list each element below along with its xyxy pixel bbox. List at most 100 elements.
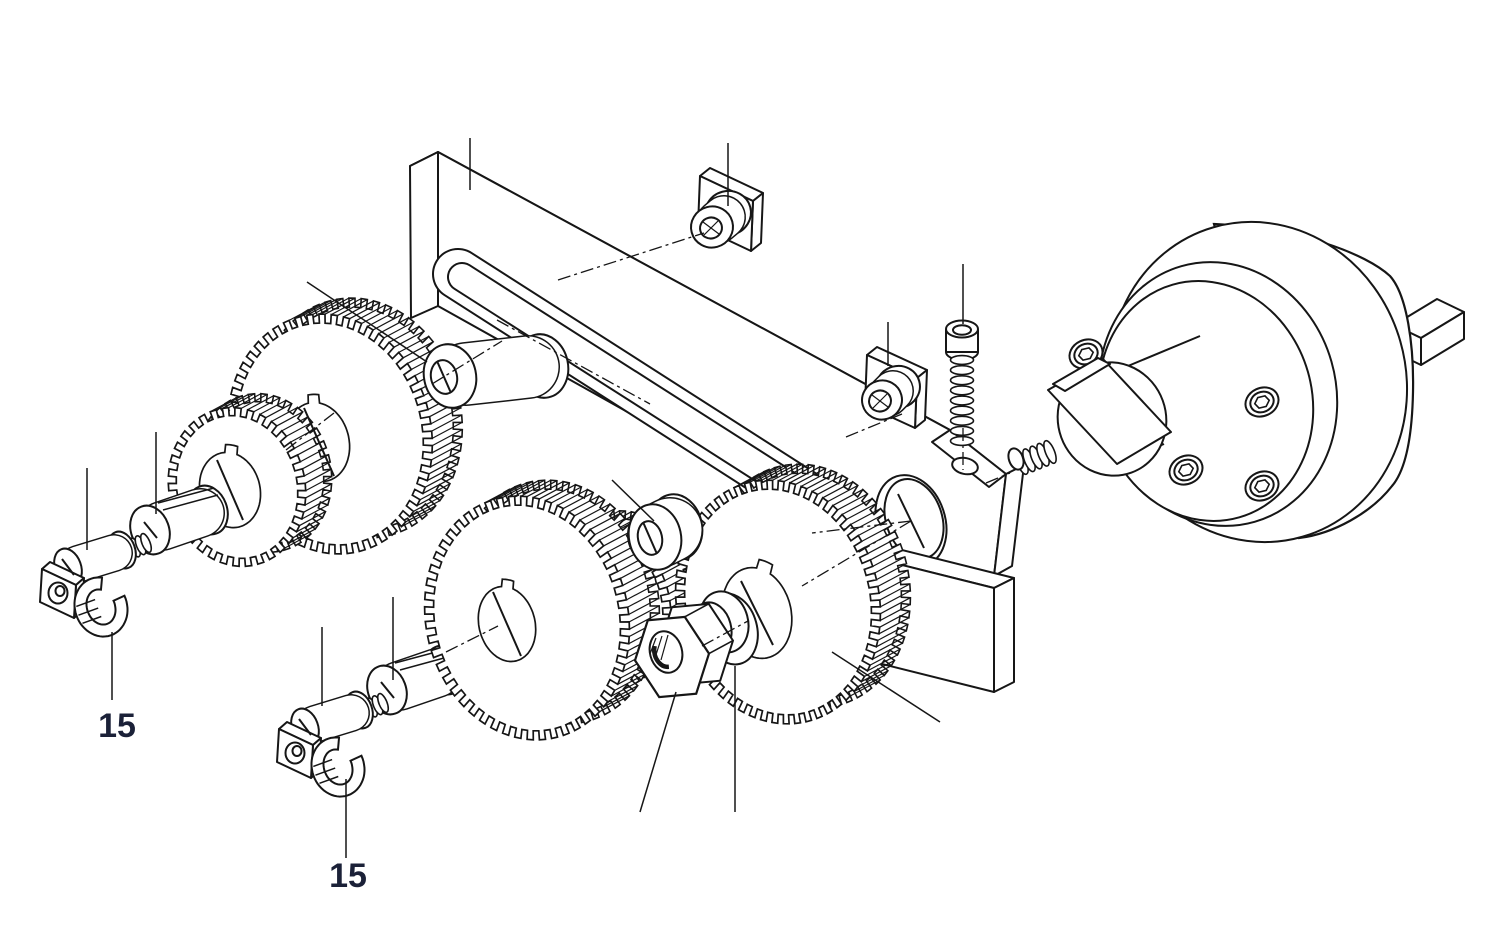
- gear-left-large-flank: [431, 414, 462, 432]
- gear-left-large-flank: [343, 300, 374, 318]
- gear-left-large-flank: [349, 302, 380, 320]
- gear-left-large-flank: [306, 298, 337, 316]
- gear-right-large-flank: [811, 474, 843, 492]
- axis-gear-right-bore: [701, 620, 749, 647]
- gear-right-large-flank: [841, 497, 873, 516]
- gear-right-large-flank: [806, 472, 837, 490]
- axis-gear-left: [285, 412, 335, 451]
- gear-right-large-flank: [876, 630, 907, 648]
- gear-right-large-flank: [879, 610, 911, 628]
- gear-left-small-flank: [305, 476, 333, 492]
- axis-right-tnut: [845, 413, 903, 438]
- gear-right-large-flank: [872, 642, 903, 660]
- gear-center-large-flank: [557, 488, 588, 507]
- cap-screw-threads-ring: [949, 385, 975, 396]
- gear-right-large-flank: [800, 469, 832, 487]
- motor-shaft-key: [1052, 357, 1111, 392]
- gear-right-large-flank: [827, 484, 859, 503]
- gear-left-large-flank: [426, 464, 458, 482]
- gear-center-large-flank: [628, 597, 659, 616]
- e-clip-left-slot: [76, 598, 96, 608]
- centermark-spacer-left: [436, 360, 452, 394]
- gear-right-large-flank: [878, 576, 910, 594]
- hex-nut-edge: [684, 603, 710, 618]
- gear-left-large-flank: [324, 297, 356, 315]
- centermark-spacer-center: [642, 521, 658, 555]
- tensioner1-sqnut-hole2: [54, 585, 66, 597]
- gear-center-large-flank: [603, 690, 634, 708]
- axis-gear-center: [445, 625, 499, 653]
- gear-right-large-flank: [822, 481, 854, 499]
- right-tnut-thread-b: [872, 393, 888, 409]
- gear-left-large-flank: [422, 477, 454, 495]
- gear-center-large-flank: [502, 481, 533, 499]
- flange-screw-3-hex: [1253, 395, 1271, 409]
- part-label-15: 15: [329, 857, 367, 895]
- centermark-gear-small-bore: [216, 459, 244, 521]
- gear-right-large-flank: [867, 537, 899, 555]
- gear-center-large-flank: [538, 482, 570, 500]
- gear-center-large-flank: [532, 481, 564, 499]
- centermark-clamp-bore: [897, 493, 925, 549]
- gear-right-large-flank: [760, 463, 792, 482]
- gear-right-large-flank: [861, 665, 892, 683]
- top-tnut-thread-b: [703, 220, 719, 236]
- gear-center-large-flank: [624, 576, 656, 594]
- gear-center-large-flank: [562, 492, 594, 510]
- gear-right-large-flank: [857, 518, 889, 537]
- gear-left-small-flank: [284, 533, 312, 549]
- gear-left-small-flank: [240, 393, 268, 409]
- clamp-lower-block-right: [993, 577, 1015, 693]
- cap-screw-threads-ring: [949, 395, 975, 406]
- gear-left-large-flank: [393, 330, 425, 348]
- gear-left-large-flank: [330, 298, 362, 316]
- gear-center-large-flank: [579, 503, 611, 521]
- gear-right-large-flank: [749, 465, 781, 483]
- gear-left-large-flank: [430, 450, 461, 468]
- axis-bore-horizontal: [811, 520, 912, 534]
- hex-nut-thread: [660, 634, 669, 661]
- gear-center-large-flank: [490, 484, 521, 502]
- gear-left-large-flank: [318, 297, 350, 315]
- gear-left-small-flank: [304, 468, 332, 484]
- gear-left-large-flank: [430, 407, 462, 425]
- gear-left-large-flank: [398, 335, 430, 353]
- gear-right-large-flank: [755, 464, 786, 482]
- gear-center-large-flank: [599, 695, 630, 713]
- gear-left-small-flank: [288, 528, 316, 544]
- gear-right-large-flank: [837, 493, 868, 511]
- cap-screw-threads-ring: [949, 375, 975, 386]
- gear-left-small-flank: [247, 395, 274, 411]
- e-clip-bottom: [310, 736, 366, 798]
- hex-nut-hole-shade: [651, 645, 670, 670]
- gear-center-large-flank: [496, 482, 527, 500]
- gear-center-large-flank: [628, 605, 660, 623]
- e-clip-left: [73, 576, 129, 638]
- leader-hex-nut: [639, 691, 677, 813]
- gear-right-large-flank: [878, 617, 910, 635]
- gear-left-small-flank: [301, 504, 329, 520]
- e-clip-left-slot: [78, 607, 99, 616]
- gear-right-large-flank: [879, 590, 911, 608]
- gear-right-large-flank: [772, 463, 803, 481]
- motor-rear-shaft-right: [1420, 311, 1465, 366]
- axis-spacer-left: [431, 340, 503, 385]
- tensioner1-slit-a: [157, 487, 215, 504]
- axis-slot: [496, 319, 651, 405]
- centermark-t1-sleeve: [143, 521, 158, 539]
- gear-center-large-flank: [607, 685, 638, 703]
- gear-left-small-flank: [305, 483, 332, 499]
- bar-left-end-face: [409, 151, 439, 319]
- centermark-gear-left-bore: [303, 407, 335, 477]
- gear-left-large-flank: [383, 321, 415, 339]
- cap-screw-threads-ring: [949, 425, 975, 437]
- gear-left-large-flank: [419, 483, 451, 501]
- centermark-t2-sleeve: [380, 681, 395, 699]
- gear-center-large-flank: [629, 612, 660, 630]
- flange-screw-5-hex: [1177, 463, 1195, 477]
- gear-left-small-flank: [271, 406, 298, 423]
- gear-left-large-flank: [337, 299, 368, 317]
- e-clip-bottom-slot: [313, 758, 333, 768]
- leader-spacer-center: [611, 479, 655, 522]
